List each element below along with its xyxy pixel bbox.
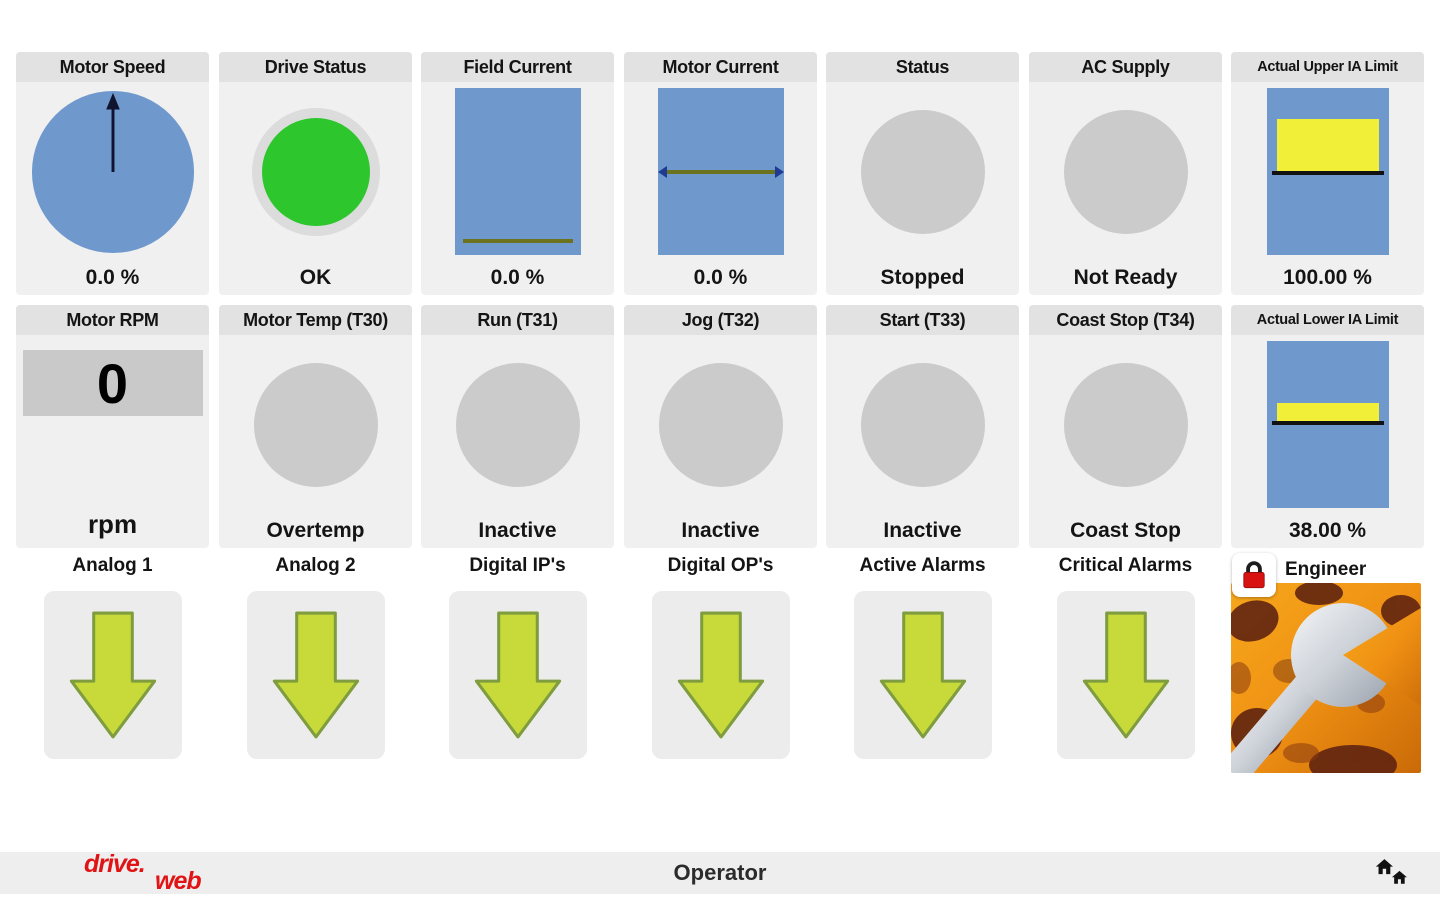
tile-coast-stop-t34: Coast Stop (T34) Coast Stop [1029,305,1222,548]
page-title: Operator [673,860,767,885]
bar-gauge-icon [454,88,581,255]
tile-title: Motor Speed [16,52,209,82]
tile-field-current: Field Current 0.0 % [421,52,614,295]
tile-actual-lower-ia-limit: Actual Lower IA Limit 38.00 % [1231,305,1424,548]
tile-status: Status Stopped [826,52,1019,295]
digital-ops-button[interactable] [651,591,790,759]
tile-title: Jog (T32) [624,305,817,335]
tile-title: Motor RPM [16,305,209,335]
digital-ips-button[interactable] [448,591,587,759]
tile-title: Motor Temp (T30) [219,305,412,335]
tile-title: AC Supply [1029,52,1222,82]
tile-actual-upper-ia-limit: Actual Upper IA Limit 100.00 % [1231,52,1424,295]
panel-digital-ops: Digital OP's [624,552,817,784]
wrench-icon [1231,583,1421,773]
status-led-gray-icon [1063,362,1188,487]
tile-title: Actual Upper IA Limit [1231,52,1424,82]
panel-digital-ips: Digital IP's [421,552,614,784]
panel-label: Digital IP's [469,555,566,576]
status-led-gray-icon [658,362,783,487]
down-arrow-icon [474,611,561,739]
numeric-display: 0 [22,350,203,416]
limit-gauge-icon [1266,88,1389,255]
panel-analog-2: Analog 2 [219,552,412,784]
wrench-photo [1231,583,1421,773]
panel-analog-1: Analog 1 [16,552,209,784]
tile-motor-temp: Motor Temp (T30) Overtemp [219,305,412,548]
footer-bar: drive. web Operator [0,852,1440,894]
down-arrow-icon [677,611,764,739]
tile-ac-supply: AC Supply Not Ready [1029,52,1222,295]
tile-title: Start (T33) [826,305,1019,335]
tile-jog-t32: Jog (T32) Inactive [624,305,817,548]
tile-value: 0.0 % [85,266,140,289]
tile-motor-rpm: Motor RPM 0 rpm [16,305,209,548]
status-led-gray-icon [455,362,580,487]
tile-start-t33: Start (T33) Inactive [826,305,1019,548]
panel-label: Active Alarms [859,555,986,576]
tile-value: Not Ready [1073,266,1178,289]
engineer-label: Engineer [1285,559,1367,580]
tile-run-t31: Run (T31) Inactive [421,305,614,548]
limit-gauge-icon [1266,341,1389,508]
red-padlock-icon [1243,561,1265,589]
down-arrow-icon [879,611,966,739]
home-button[interactable] [1374,858,1412,888]
tile-title: Status [826,52,1019,82]
tile-value: 38.00 % [1288,519,1367,542]
tile-value: Inactive [681,519,760,542]
tile-title: Coast Stop (T34) [1029,305,1222,335]
logo-line1: drive [84,850,140,878]
tile-motor-speed: Motor Speed 0.0 % [16,52,209,295]
down-arrow-icon [1082,611,1169,739]
panel-label: Digital OP's [667,555,774,576]
tile-drive-status: Drive Status OK [219,52,412,295]
tile-title: Field Current [421,52,614,82]
tile-title: Run (T31) [421,305,614,335]
tile-value: OK [299,266,332,289]
panel-label: Critical Alarms [1058,555,1193,576]
tile-value: 0.0 % [693,266,748,289]
bar-gauge-icon [657,88,784,255]
dial-gauge-icon [31,90,194,253]
analog-1-button[interactable] [43,591,182,759]
tile-title: Motor Current [624,52,817,82]
panel-critical-alarms: Critical Alarms [1029,552,1222,784]
analog-2-button[interactable] [246,591,385,759]
panel-label: Analog 1 [72,555,153,576]
status-led-gray-icon [253,362,378,487]
status-led-gray-icon [860,362,985,487]
down-arrow-icon [69,611,156,739]
driveweb-logo: drive. web [84,852,202,895]
panel-active-alarms: Active Alarms [826,552,1019,784]
down-arrow-icon [272,611,359,739]
tile-value: 100.00 % [1283,266,1372,289]
tile-title: Drive Status [219,52,412,82]
logo-dot: . [138,850,146,878]
tile-unit: rpm [87,509,138,539]
engineer-button[interactable]: Engineer [1231,552,1425,784]
panel-label: Analog 2 [275,555,356,576]
tile-value: Overtemp [266,519,365,542]
active-alarms-button[interactable] [853,591,992,759]
tile-value: Stopped [880,266,965,289]
status-led-green-icon [251,107,380,236]
tile-value: Coast Stop [1070,519,1181,542]
logo-line2: web [155,867,202,895]
double-home-icon [1375,859,1407,884]
tile-value: Inactive [478,519,557,542]
tile-title: Actual Lower IA Limit [1231,305,1424,335]
lock-badge [1232,553,1276,597]
tile-value: Inactive [883,519,962,542]
tile-value: 0.0 % [490,266,545,289]
tile-motor-current: Motor Current 0.0 % [624,52,817,295]
status-led-gray-icon [860,109,985,234]
status-led-gray-icon [1063,109,1188,234]
critical-alarms-button[interactable] [1056,591,1195,759]
